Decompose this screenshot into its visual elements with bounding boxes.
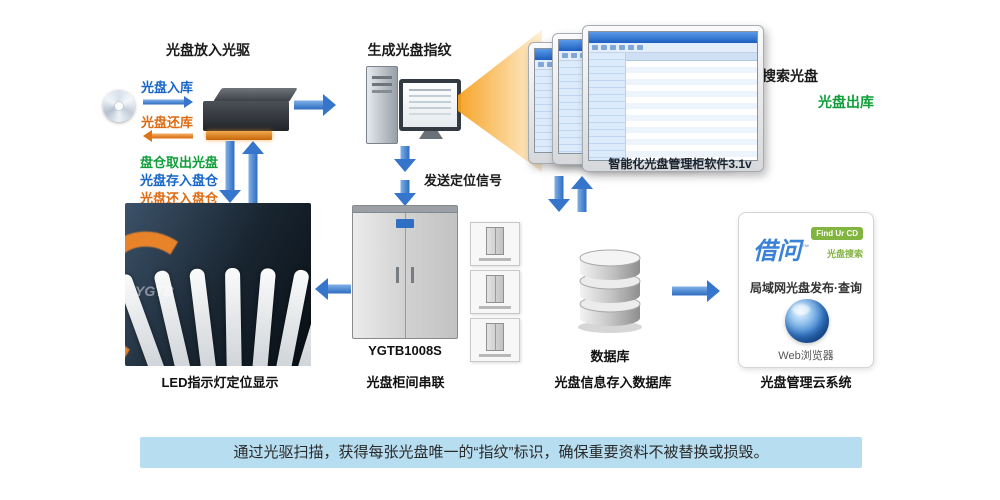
computer-monitor-stand	[419, 131, 443, 139]
software-monitor-front	[582, 25, 764, 172]
cloud-brand-logo: 借问™	[753, 238, 809, 265]
put-in-label: 光盘存入盘仓	[140, 173, 219, 188]
arrow-signal-lower-icon	[394, 180, 416, 206]
optical-drive-icon	[203, 88, 298, 140]
arrow-disc-in-icon	[143, 95, 193, 108]
arrow-disc-return-icon	[143, 129, 193, 142]
led-display-photo: YGTB	[125, 203, 311, 366]
summary-banner: 通过光驱扫描，获得每张光盘唯一的“指纹”标识，确保重要资料不被替换或损毁。	[140, 437, 862, 468]
disc-return-label: 光盘还库	[141, 115, 194, 130]
web-browser-label: Web浏览器	[778, 350, 834, 362]
fingerprint-section-title: 生成光盘指纹	[367, 42, 452, 58]
disc-out-label: 光盘出库	[818, 94, 874, 110]
cloud-description: 局域网光盘发布·查询	[750, 281, 862, 295]
cabinet-thumbnail-3	[470, 318, 520, 362]
arrow-signal-upper-icon	[394, 146, 416, 172]
drive-section-title: 光盘放入光驱	[166, 42, 250, 58]
database-caption: 光盘信息存入数据库	[554, 375, 672, 390]
arrow-db-to-monitor-up-icon	[571, 176, 593, 212]
cloud-sub-label: 光盘搜索	[826, 249, 863, 259]
web-globe-icon	[785, 299, 829, 343]
arrow-drive-to-computer-icon	[294, 94, 336, 116]
led-caption: LED指示灯定位显示	[161, 375, 279, 390]
database-label: 数据库	[590, 349, 630, 364]
return-in-label: 光盘还入盘仓	[140, 191, 219, 206]
send-signal-label: 发送定位信号	[424, 173, 503, 188]
cabinet-thumbnail-2	[470, 270, 520, 314]
cd-disc-icon	[103, 90, 135, 122]
cabinet-caption: 光盘柜间串联	[366, 375, 445, 390]
cloud-caption: 光盘管理云系统	[760, 375, 852, 390]
software-name-caption: 智能化光盘管理柜软件3.1v	[608, 157, 752, 171]
cabinet-lock-badge	[396, 219, 414, 228]
search-disc-label: 搜索光盘	[762, 68, 818, 84]
computer-tower-icon	[366, 66, 398, 144]
cabinet-model-label: YGTB1008S	[368, 343, 442, 358]
find-ur-cd-badge: Find Ur CD	[811, 227, 863, 240]
cloud-system-panel: 借问™ Find Ur CD 光盘搜索 局域网光盘发布·查询 Web浏览器	[738, 212, 874, 368]
arrow-cabinet-to-drive-up-icon	[242, 141, 264, 203]
arrow-monitor-to-db-down-icon	[548, 176, 570, 212]
computer-monitor-icon	[399, 79, 461, 131]
cabinet-thumbnail-1	[470, 222, 520, 266]
disc-cabinet-icon	[352, 205, 458, 339]
photo-watermark: YGTB	[135, 283, 174, 299]
arrow-db-to-cloud-icon	[672, 279, 720, 303]
arrow-drive-to-cabinet-down-icon	[219, 141, 241, 203]
take-out-label: 盘仓取出光盘	[140, 155, 219, 170]
database-icon	[576, 248, 644, 339]
disc-in-label: 光盘入库	[141, 80, 194, 95]
arrow-cabinet-to-led-icon	[315, 277, 351, 301]
